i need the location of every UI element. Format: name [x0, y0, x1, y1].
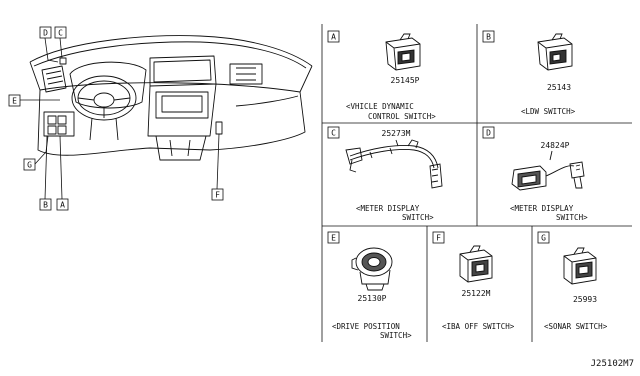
callout-b: B [43, 201, 48, 210]
callout-e: E [12, 97, 17, 106]
panel-e-key: E [331, 234, 336, 243]
panel-a-key: A [331, 33, 336, 42]
panel-e-caption-line1: <DRIVE POSITION [332, 322, 400, 331]
panel-a-part-number: 25145P [391, 76, 420, 85]
panel-grid-lines [321, 24, 632, 342]
panel-g-part-number: 25993 [573, 295, 597, 304]
panel-d-part-number: 24824P [541, 141, 570, 150]
panel-a-caption-line2: CONTROL SWITCH> [368, 112, 436, 121]
drive-position-switch-icon [351, 247, 393, 291]
panel-b-key: B [486, 33, 491, 42]
panel-d-caption-line2: SWITCH> [556, 213, 588, 222]
panel-f-caption-line1: <IBA OFF SWITCH> [442, 322, 515, 331]
panel-d: D 24824P <METER DISPLAY SWITCH> [482, 126, 588, 222]
panel-b-part-number: 25143 [547, 83, 571, 92]
panel-b: B 25143 <LDW SWITCH> [482, 30, 576, 116]
panel-c-caption-line1: <METER DISPLAY [356, 204, 420, 213]
panel-g-key: G [541, 234, 546, 243]
panel-c-caption-line2: SWITCH> [402, 213, 434, 222]
panel-c-key: C [331, 129, 336, 138]
panel-e-part-number: 25130P [358, 294, 387, 303]
panel-d-key: D [486, 129, 491, 138]
panel-e: E 25130P <DRIVE POSITION SWITCH> [327, 231, 412, 340]
meter-display-switch-icon [511, 150, 585, 191]
callout-c: C [58, 29, 63, 38]
panel-f: F 25122M <IBA OFF SWITCH> [432, 231, 515, 331]
panel-d-caption-line1: <METER DISPLAY [510, 204, 574, 213]
dashboard-callout-labels: D C E G B A F [12, 29, 220, 210]
panel-e-caption-line2: SWITCH> [380, 331, 412, 340]
panel-f-part-number: 25122M [462, 289, 491, 298]
iba-off-switch-icon [459, 245, 493, 283]
panel-f-key: F [436, 234, 441, 243]
panel-a-caption-line1: <VHICLE DYNAMIC [346, 102, 414, 111]
callout-d: D [43, 29, 48, 38]
vehicle-dynamic-control-switch-icon [385, 33, 421, 71]
panel-b-caption-line1: <LDW SWITCH> [521, 107, 576, 116]
meter-display-switch-harness-icon [345, 139, 443, 189]
sonar-switch-icon [563, 247, 597, 285]
panel-g-caption-line1: <SONAR SWITCH> [544, 322, 608, 331]
callout-f: F [215, 191, 220, 200]
panel-g: G 25993 <SONAR SWITCH> [537, 231, 608, 331]
ldw-switch-icon [537, 33, 573, 71]
dashboard-callouts [8, 26, 224, 211]
dashboard-overview-illustration [29, 35, 313, 161]
callout-a: A [60, 201, 65, 210]
callout-g: G [27, 161, 32, 170]
diagram-id: J25102M7 [591, 359, 634, 369]
panel-a: A 25145P <VHICLE DYNAMIC CONTROL SWITCH> [327, 30, 436, 121]
panel-c-part-number: 25273M [382, 129, 411, 138]
panel-c: C 25273M <METER DISPLAY SWITCH> [327, 126, 443, 222]
